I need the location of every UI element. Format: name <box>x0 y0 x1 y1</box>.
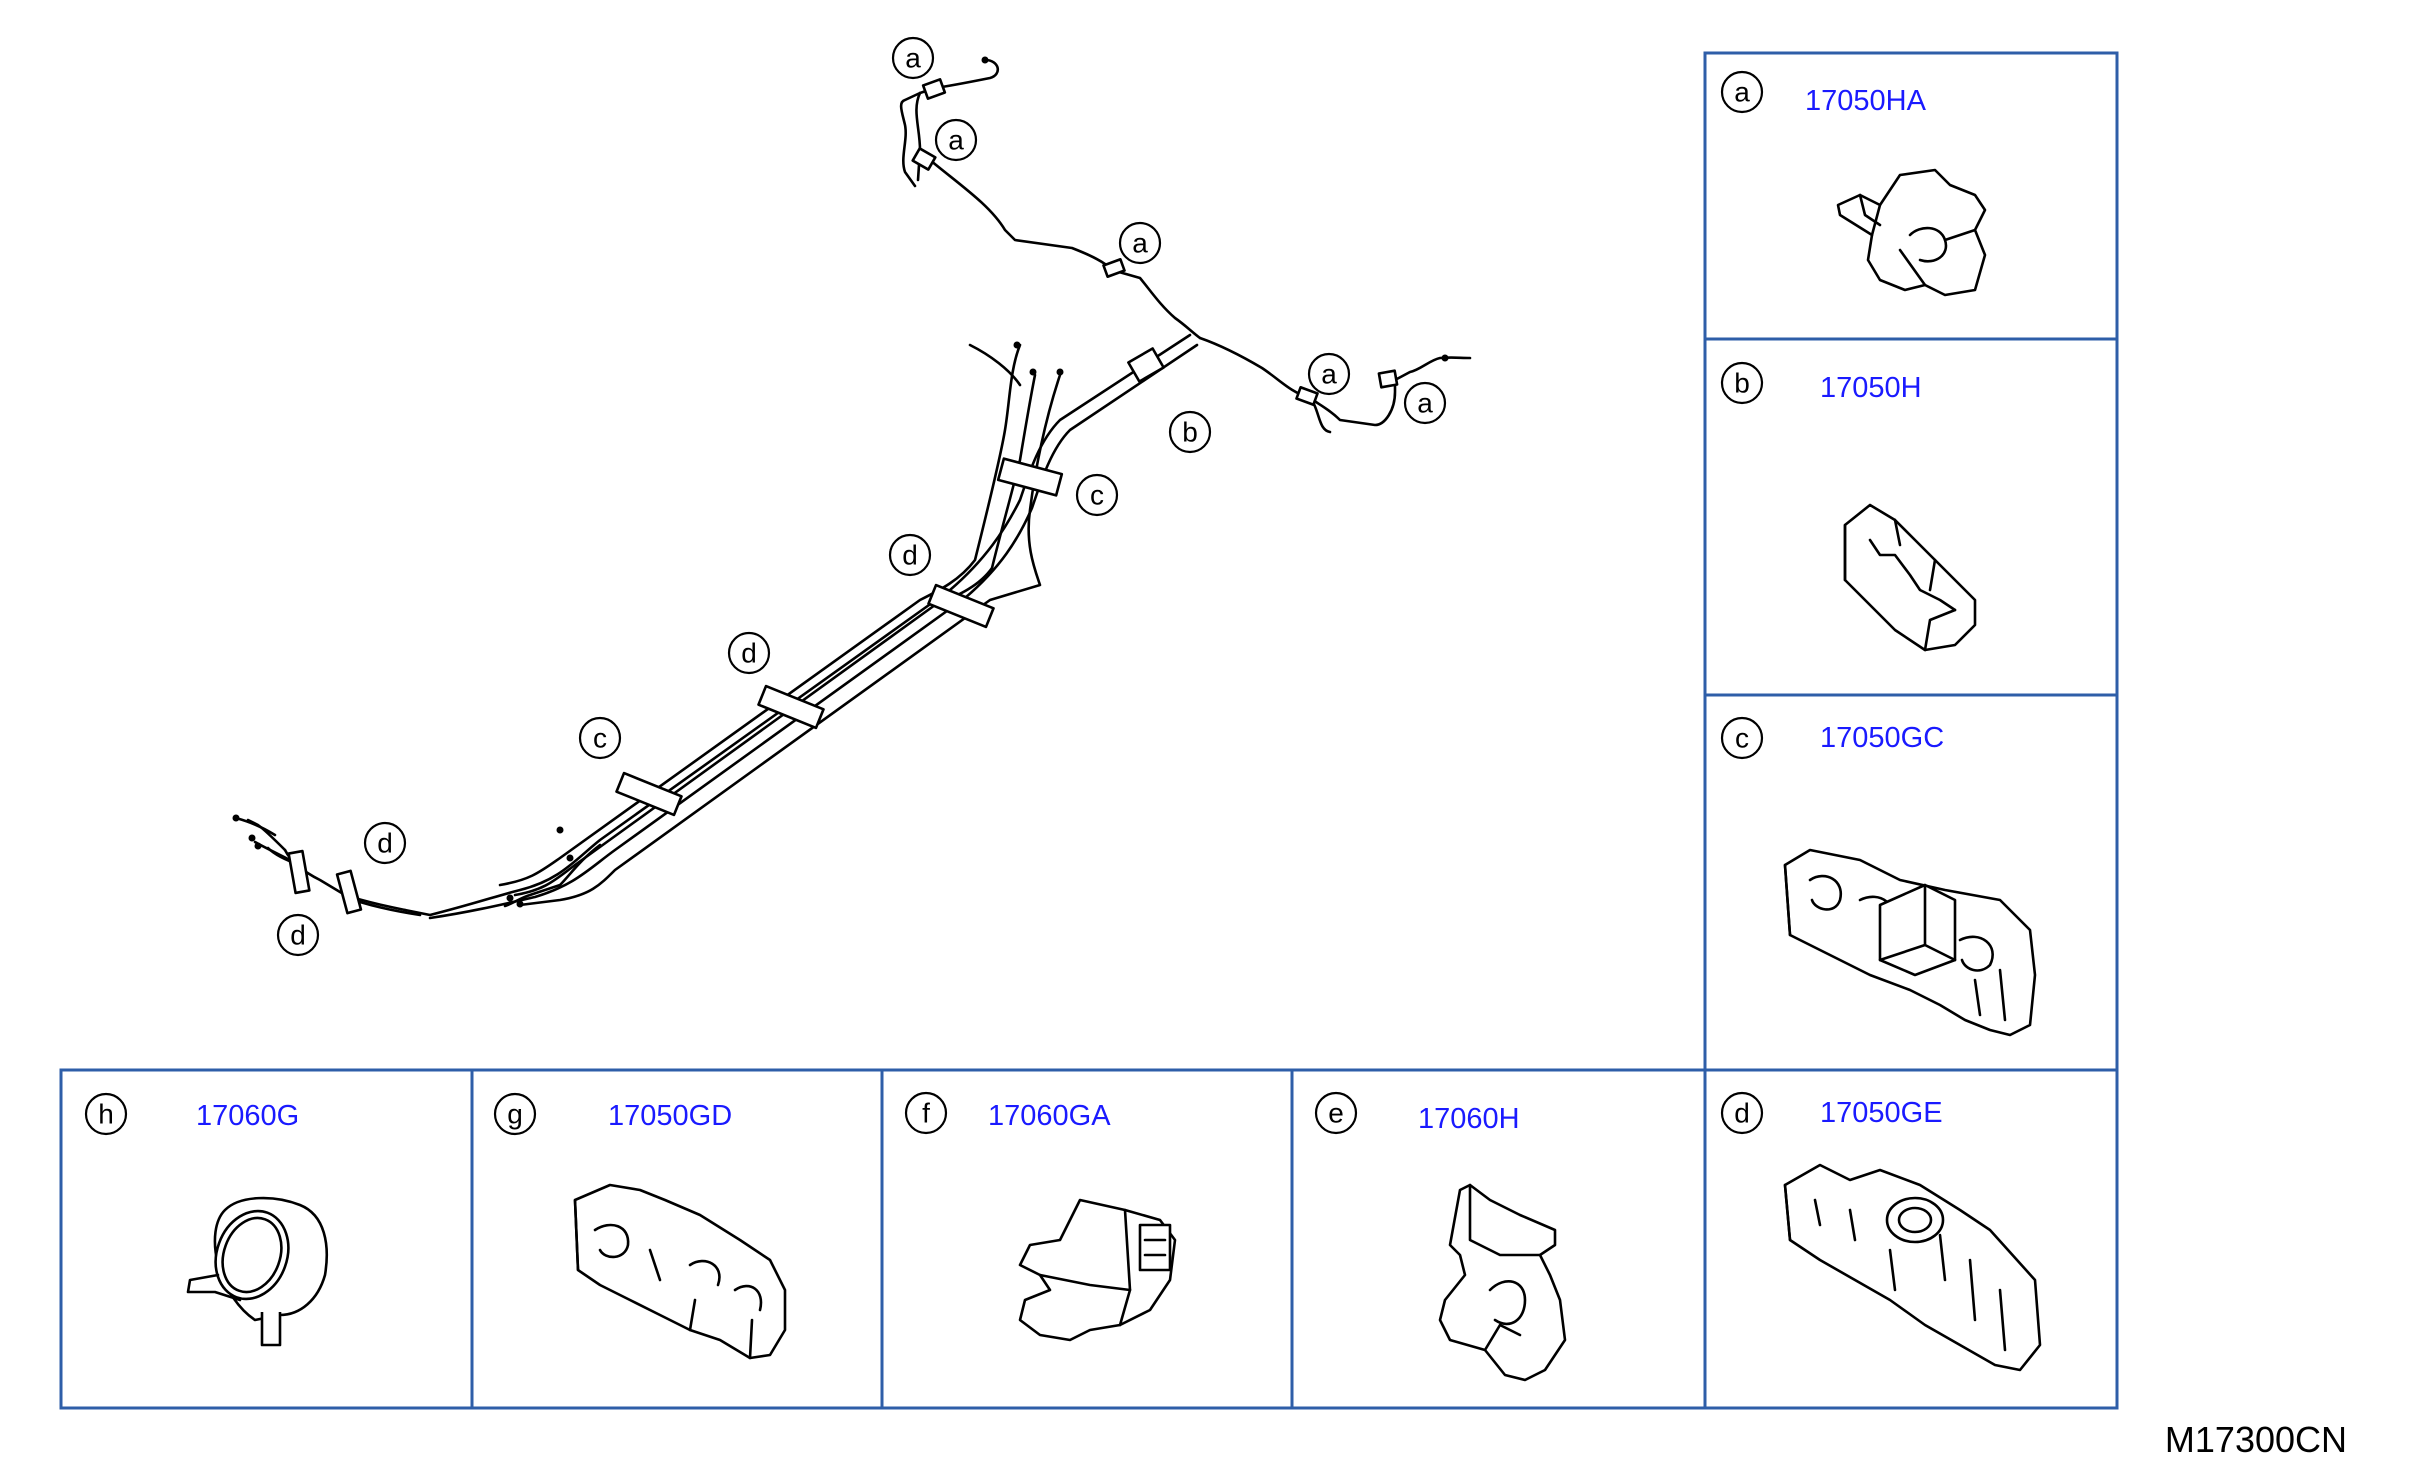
callout-a4: a <box>1307 352 1351 396</box>
svg-text:c: c <box>1735 723 1749 754</box>
svg-text:c: c <box>1090 480 1104 511</box>
clip-17050h-illustration <box>1843 503 1977 652</box>
part-number-c: 17050GC <box>1820 722 1944 754</box>
tube-assembly <box>232 56 1472 920</box>
callout-c1: c <box>1075 473 1119 517</box>
svg-text:d: d <box>290 920 306 951</box>
callout-d1: d <box>888 533 932 577</box>
callout-d3: d <box>363 821 407 865</box>
clip-17060g-illustration <box>186 1196 329 1347</box>
svg-text:h: h <box>98 1099 114 1130</box>
part-number-g: 17050GD <box>608 1100 732 1132</box>
svg-text:e: e <box>1328 1098 1344 1129</box>
clip-17050gd-illustration <box>573 1183 787 1360</box>
part-box-b: b 17050H <box>1703 337 2119 697</box>
svg-text:a: a <box>948 125 964 156</box>
svg-text:a: a <box>1321 359 1337 390</box>
callout-d4: d <box>276 913 320 957</box>
part-box-c: c 17050GC <box>1703 693 2119 1072</box>
parts-legend: a 17050HA b 17050H <box>1703 51 2119 1410</box>
clip-17050ha-illustration <box>1836 168 1987 297</box>
svg-text:d: d <box>1734 1098 1750 1129</box>
part-number-e: 17060H <box>1418 1103 1520 1135</box>
svg-text:d: d <box>377 828 393 859</box>
part-box-g: g 17050GD <box>470 1068 884 1410</box>
callout-d2: d <box>727 631 771 675</box>
callout-c2: c <box>578 716 622 760</box>
part-box-h: h 17060G <box>59 1068 474 1410</box>
svg-text:c: c <box>593 723 607 754</box>
callout-a3: a <box>1118 221 1162 265</box>
part-box-e: e 17060H <box>1290 1068 1707 1410</box>
part-number-b: 17050H <box>1820 372 1922 404</box>
svg-text:f: f <box>922 1098 930 1129</box>
svg-text:a: a <box>905 43 921 74</box>
svg-text:g: g <box>507 1099 523 1130</box>
part-box-f: f 17060GA <box>880 1068 1294 1410</box>
clip-17050ge-illustration <box>1783 1163 2042 1372</box>
part-number-f: 17060GA <box>988 1100 1111 1132</box>
part-number-a: 17050HA <box>1805 85 1927 117</box>
part-box-d: d 17050GE <box>1703 1068 2119 1410</box>
parts-legend-bottom: h 17060G g 17050GD <box>59 1068 1707 1410</box>
callout-a5: a <box>1403 381 1447 425</box>
svg-text:d: d <box>741 638 757 669</box>
clip-17050gc-illustration <box>1783 848 2037 1037</box>
svg-text:a: a <box>1417 388 1433 419</box>
svg-text:b: b <box>1734 368 1750 399</box>
callout-b: b <box>1168 410 1212 454</box>
svg-text:a: a <box>1734 77 1750 108</box>
part-number-d: 17050GE <box>1820 1097 1943 1129</box>
callout-group: a a a a a b c d d c d d <box>276 36 1447 957</box>
callout-a2: a <box>934 118 978 162</box>
clip-17060h-illustration <box>1438 1183 1567 1382</box>
svg-text:a: a <box>1132 228 1148 259</box>
diagram-code: M17300CN <box>2165 1419 2347 1460</box>
svg-text:b: b <box>1182 417 1198 448</box>
part-number-h: 17060G <box>196 1100 299 1132</box>
clip-17060ga-illustration <box>1018 1198 1177 1342</box>
svg-text:d: d <box>902 540 918 571</box>
part-box-a: a 17050HA <box>1703 51 2119 341</box>
callout-a1: a <box>891 36 935 80</box>
